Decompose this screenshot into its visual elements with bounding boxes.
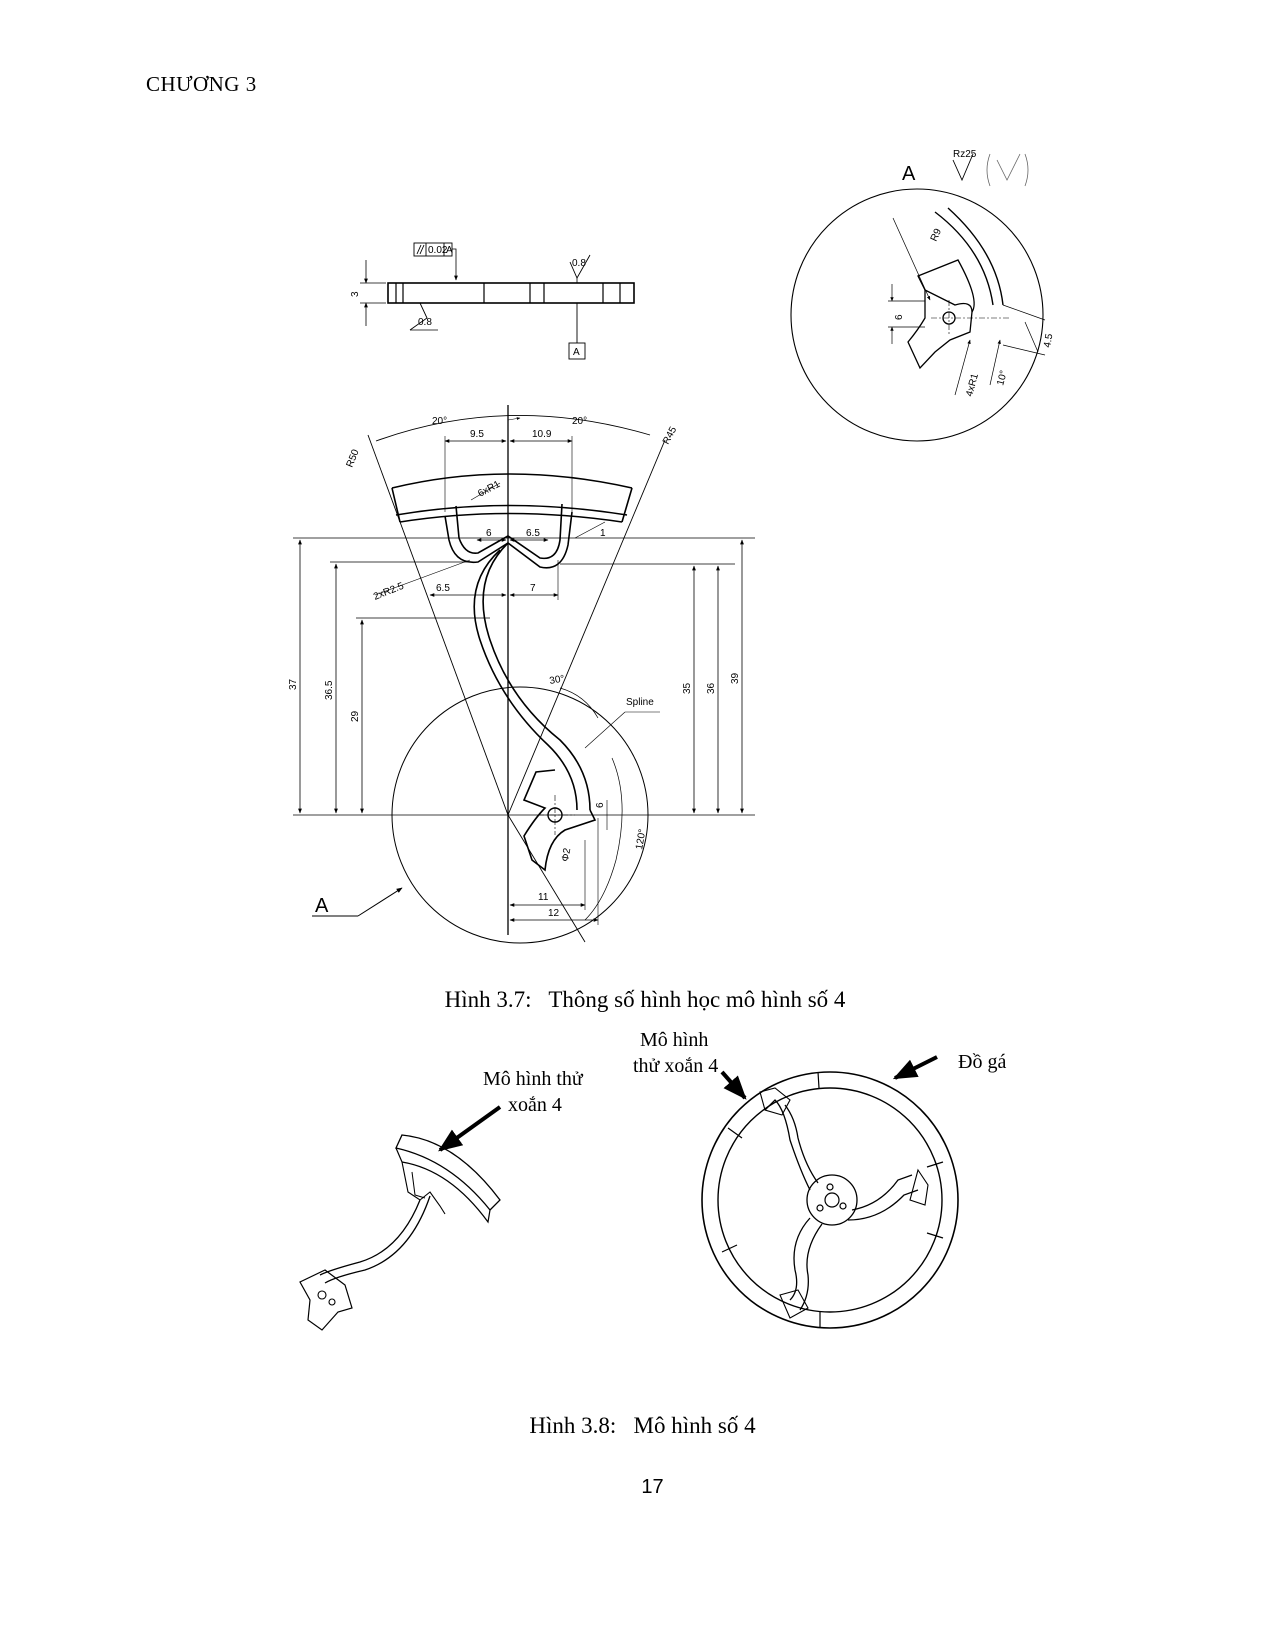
main-d36: 36 xyxy=(706,682,717,694)
main-d36-5: 36.5 xyxy=(324,680,335,700)
main-d6-hub: 6 xyxy=(595,802,606,808)
main-angle-left: 20° xyxy=(432,416,447,427)
main-d6: 6 xyxy=(486,528,492,539)
section-label: A xyxy=(902,163,916,185)
side-roughness-top: 0.8 xyxy=(572,258,586,269)
left-label-line2: xoắn 4 xyxy=(508,1094,562,1116)
main-r1x6: 6xR1 xyxy=(476,479,502,500)
main-r2-5: 2xR2.5 xyxy=(372,581,406,603)
page-number: 17 xyxy=(641,1476,664,1498)
figure-3-8-caption: Hình 3.8: Mô hình số 4 xyxy=(529,1413,756,1438)
assembly-fixture xyxy=(701,1055,959,1329)
main-r45: R45 xyxy=(661,425,680,447)
main-d10-9: 10.9 xyxy=(532,429,552,440)
side-roughness-bottom: 0.8 xyxy=(418,317,432,328)
main-spline: Spline xyxy=(626,697,654,708)
main-d6-5b: 6.5 xyxy=(436,583,450,594)
figure-3-7-caption: Hình 3.7: Thông số hình học mô hình số 4 xyxy=(444,987,846,1012)
right-label-line1: Mô hình xyxy=(640,1029,708,1051)
main-angle-right: 20° xyxy=(572,416,587,427)
main-r50: R50 xyxy=(345,448,362,470)
main-d39: 39 xyxy=(730,672,741,684)
chapter-header: CHƯƠNG 3 xyxy=(146,72,257,96)
section-r9: R9 xyxy=(929,227,945,244)
side-view xyxy=(360,242,635,360)
side-datum-ref-label: A xyxy=(446,245,453,256)
main-d12: 12 xyxy=(548,908,560,919)
main-view xyxy=(293,405,755,944)
section-d4-5: 4.5 xyxy=(1042,332,1055,348)
section-a10: 10° xyxy=(995,369,1010,386)
main-phi2: Φ2 xyxy=(560,847,573,863)
main-d1: 1 xyxy=(600,528,606,539)
section-roughness: Rz25 xyxy=(953,149,977,160)
main-d35: 35 xyxy=(682,682,693,694)
main-d7: 7 xyxy=(530,583,536,594)
section-r1: 4xR1 xyxy=(964,372,981,398)
main-d11: 11 xyxy=(538,892,549,903)
left-label-line1: Mô hình thử xyxy=(483,1068,584,1090)
main-a120: 120° xyxy=(634,828,648,850)
side-parallelism-label: 0.02 xyxy=(428,245,448,256)
iso-part-left xyxy=(299,1105,502,1331)
side-datum-label: A xyxy=(573,347,580,358)
fixture-label: Đồ gá xyxy=(958,1051,1006,1073)
right-label-line2: thử xoắn 4 xyxy=(633,1055,718,1077)
main-d6-5a: 6.5 xyxy=(526,528,540,539)
main-a30: 30° xyxy=(549,673,566,686)
main-d29: 29 xyxy=(350,710,361,722)
section-d6: 6 xyxy=(894,314,905,320)
main-section-mark: A xyxy=(315,895,329,917)
main-d37: 37 xyxy=(288,678,299,690)
main-d9-5: 9.5 xyxy=(470,429,484,440)
section-view-a xyxy=(790,153,1046,442)
side-thickness-label: 3 xyxy=(350,291,361,297)
